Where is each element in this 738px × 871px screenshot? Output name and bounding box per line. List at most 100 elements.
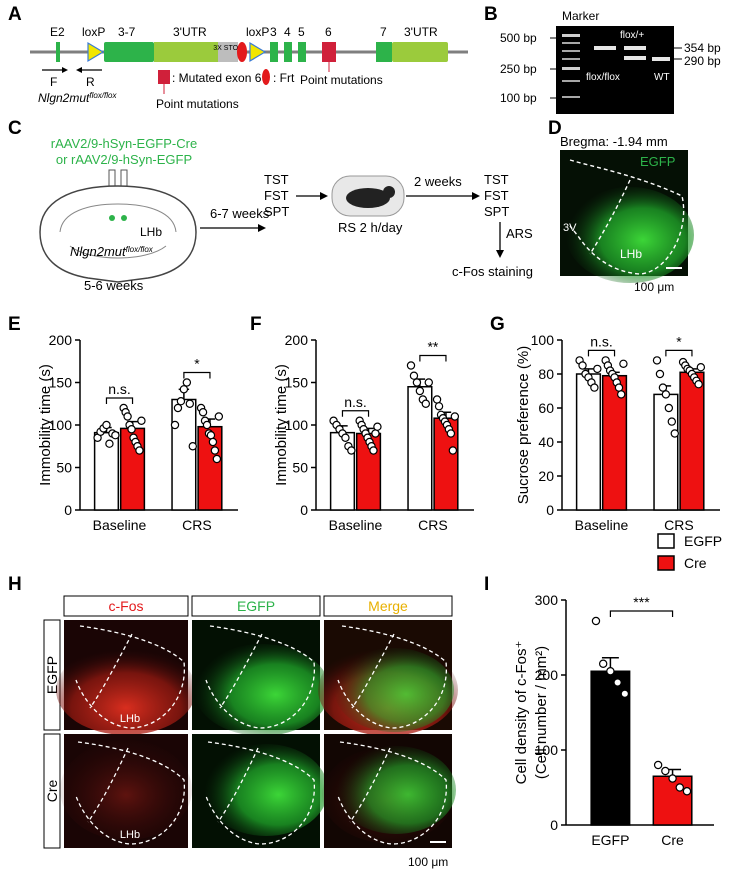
data-point [137,416,146,425]
allele-name-c: Nlgn2mutflox/flox [70,244,154,259]
row-header-cre: Cre [44,780,60,803]
row-header-box [43,733,61,849]
lhb-outline [205,741,315,845]
y-tick-label: 200 [535,667,559,683]
test1-spt: SPT [264,204,289,219]
y-tick-label: 200 [49,332,73,348]
category-label-baseline: Baseline [575,517,629,533]
mouse-head-icon [383,186,395,198]
egfp-micrograph: Bregma: -1.94 mm EGFP 3V LHb 100 μm [560,134,694,294]
y-tick-label: 0 [64,502,72,518]
data-point [614,383,624,392]
data-point [620,689,630,698]
data-point [606,667,615,676]
label-stop: 3X STOP [213,45,243,52]
column-header-box [323,595,453,617]
data-point [434,402,444,411]
lhb-label-cre-row: LHb [120,829,140,841]
scale-label-d: 100 μm [634,280,674,294]
cfos-signal [60,740,192,840]
label-exons-3-7: 3-7 [118,25,136,39]
ladder-500bp: 500 bp [500,31,537,45]
category-label-egfp: EGFP [591,832,629,848]
y-tick-label: 200 [285,332,309,348]
y-tick-label: 60 [538,400,554,416]
data-point [182,378,192,387]
category-label-baseline: Baseline [93,517,147,533]
mhb-outline [87,747,129,823]
data-point [432,395,442,404]
column-header-cfos: c-Fos [109,598,144,614]
band-flox-het-354 [624,46,646,50]
data-point [179,385,189,394]
significance-crs: * [676,333,682,349]
y-tick-label: 20 [538,468,554,484]
mhb-outline [219,633,263,709]
data-point [176,397,186,406]
bar-crs [679,371,705,511]
data-point [696,363,706,372]
arrow-3-head [472,192,480,200]
ladder-band [562,42,580,44]
y-tick-label: 100 [49,417,73,433]
label-utr-1: 3'UTR [173,25,207,39]
data-point [598,659,608,668]
frt-site [237,42,247,62]
cfos-signal [56,645,196,735]
data-point [658,383,668,392]
data-point [664,403,674,413]
data-point [185,399,195,408]
cfos-staining-step: c-Fos staining [452,264,533,279]
legend-label-egfp: EGFP [684,533,722,549]
data-point [111,431,120,440]
utr-2 [392,42,448,62]
lhb-outline [75,741,185,845]
label-exon-3: 3 [270,25,277,39]
exons-3-7 [104,42,154,62]
data-point [210,446,220,455]
data-point [135,446,144,455]
data-point [661,766,670,776]
data-point [347,446,356,455]
experimental-protocol: rAAV2/9-hSyn-EGFP-Cre or rAAV2/9-hSyn-EG… [39,136,533,293]
virus-label-2: or rAAV2/9-hSyn-EGFP [56,152,192,167]
panel-label-c: C [8,118,22,139]
significance-bracket [665,349,693,357]
data-point [173,403,183,413]
data-point [450,412,460,421]
primer-f-head [62,67,68,73]
test2-spt: SPT [484,204,509,219]
panel-label-g: G [490,314,505,335]
data-point [406,361,416,370]
y-tick-label: 150 [49,375,73,391]
ladder-band [562,34,580,37]
panel-label-a: A [8,4,22,25]
data-point [198,408,208,417]
data-point [170,420,180,430]
ladder-band [562,67,580,70]
exon-e2 [56,42,60,62]
lhb-outline [337,741,447,845]
significance-egfp-vs-cre: *** [633,594,650,610]
significance-bracket [183,371,211,379]
category-label-cre: Cre [661,832,684,848]
row-header-box [43,619,61,731]
immunostaining-grid: c-Fos EGFP Merge EGFP Cre [43,595,458,869]
data-point [212,454,222,464]
label-utr-2: 3'UTR [404,25,438,39]
data-point [448,446,458,455]
significance-bracket [419,354,447,362]
stress-protocol: RS 2 h/day [338,220,403,235]
egfp-channel-label: EGFP [640,154,675,169]
label-exon-4: 4 [284,25,291,39]
data-point [415,386,425,396]
wait-1: 6-7 weeks [210,206,270,221]
significance-baseline: n.s. [590,333,613,349]
data-point [668,774,677,783]
primer-r-label: R [86,75,95,89]
mutated-exon-legend-label: : Mutated exon 6 [172,71,262,85]
category-label-crs: CRS [418,517,448,533]
y-tick-label: 100 [535,742,559,758]
